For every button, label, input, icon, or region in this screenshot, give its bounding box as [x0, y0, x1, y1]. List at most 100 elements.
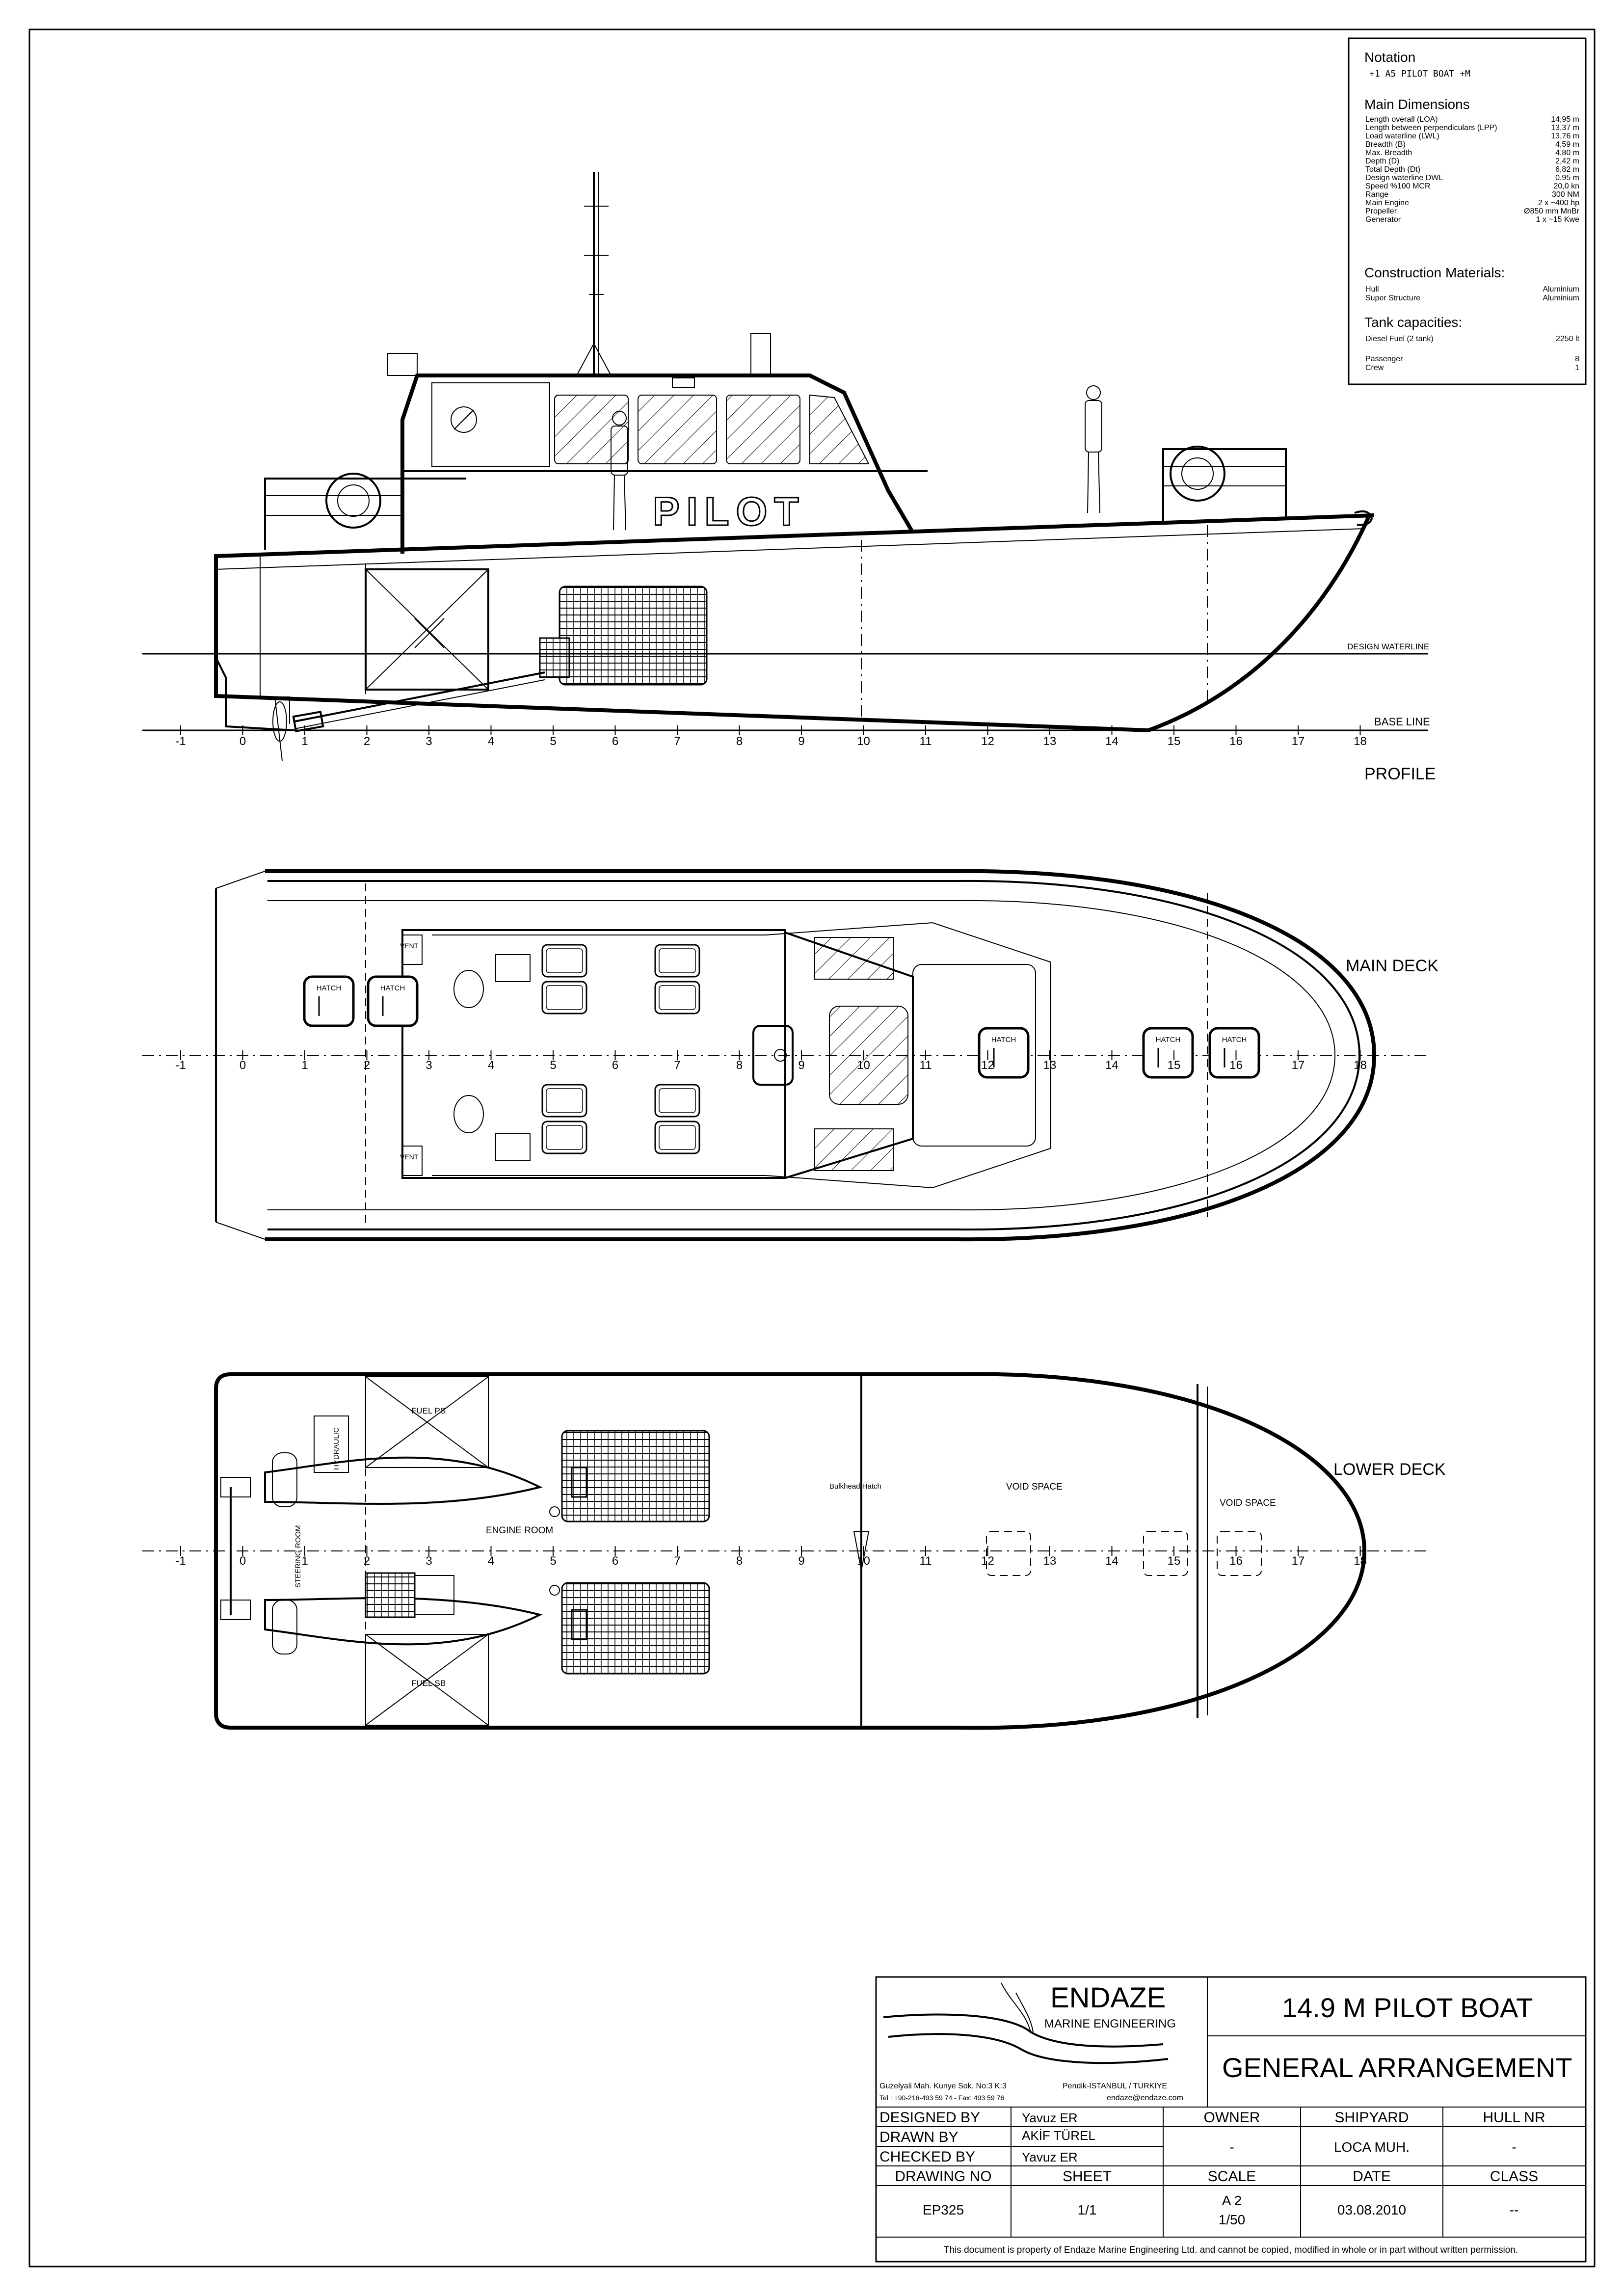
lower-deck-frame-label: 3 [426, 1554, 432, 1568]
checked-by: Yavuz ER [1022, 2150, 1078, 2164]
persons-label-0: Passenger [1365, 355, 1403, 363]
passenger-seat [654, 944, 700, 978]
deck-hatch [303, 975, 355, 1027]
main-deck-frame-label: 13 [1043, 1059, 1057, 1072]
drawn-by-label: DRAWN BY [879, 2129, 958, 2145]
lower-deck-frame-label: 5 [550, 1554, 556, 1568]
project-title: 14.9 M PILOT BOAT [1282, 1992, 1533, 2023]
sheet-label: SHEET [1063, 2168, 1112, 2185]
hatch-label: HATCH [991, 1036, 1016, 1044]
profile-frame-label: 6 [612, 735, 618, 748]
lower-deck-frame-label: 6 [612, 1554, 618, 1568]
dimension-value-8: 20,0 kn [1554, 182, 1579, 190]
base-line-label: BASE LINE [1374, 716, 1430, 728]
endaze-logo [883, 1982, 1169, 2064]
profile-view: PILOT DESIGN WATERLINE BASE LINE [142, 172, 1436, 783]
main-engine-profile [559, 586, 708, 686]
dimension-label-1: Length between perpendiculars (LPP) [1365, 124, 1497, 132]
scale-label: SCALE [1208, 2168, 1256, 2185]
profile-frame-label: 8 [736, 735, 743, 748]
person-figure-fore [1085, 385, 1102, 513]
main-deck-frame-label: 9 [798, 1059, 804, 1072]
profile-frame-label: 13 [1043, 735, 1057, 748]
main-deck-frame-label: 1 [301, 1059, 308, 1072]
vent-label-ps: VENT [400, 942, 419, 950]
construction-heading: Construction Materials: [1364, 265, 1505, 280]
lower-deck-frame-label: 18 [1354, 1554, 1367, 1568]
profile-frame-label: 3 [426, 735, 432, 748]
dimension-value-2: 13,76 m [1551, 132, 1579, 140]
class-label: CLASS [1490, 2168, 1538, 2185]
sheet-border [28, 28, 1596, 2268]
dimension-value-5: 2,42 m [1555, 157, 1579, 165]
company-name: ENDAZE [1050, 1982, 1166, 2014]
construction-label-1: Super Structure [1365, 294, 1420, 302]
main-deck-frame-label: 11 [920, 1059, 932, 1072]
dimension-value-1: 13,37 m [1551, 124, 1579, 132]
hull-nr-value: - [1512, 2139, 1516, 2155]
dimension-value-10: 2 x ~400 hp [1538, 199, 1579, 207]
lower-deck-frame-label: 2 [364, 1554, 370, 1568]
vent-label-sb: VENT [400, 1153, 419, 1161]
persons-value-1: 1 [1575, 364, 1579, 372]
hull-nr-label: HULL NR [1483, 2109, 1545, 2126]
designed-by-label: DESIGNED BY [879, 2109, 980, 2126]
lower-deck-frame-label: 1 [301, 1554, 308, 1568]
dimension-label-3: Breadth (B) [1365, 140, 1406, 149]
deck-hatch [1208, 1027, 1260, 1079]
main-deck-frame-label: 18 [1354, 1059, 1367, 1072]
main-deck-title: MAIN DECK [1346, 957, 1438, 975]
owner-value: - [1229, 2139, 1234, 2155]
main-deck-frame-label: 6 [612, 1059, 618, 1072]
bulkhead-hatch-label: Bulkhead Hatch [829, 1482, 881, 1491]
lower-deck-frame-label: 12 [981, 1554, 994, 1568]
shipyard-value: LOCA MUH. [1334, 2139, 1410, 2155]
profile-frame-label: 12 [981, 735, 994, 748]
lower-deck-frame-label: 17 [1292, 1554, 1305, 1568]
passenger-seat [541, 981, 587, 1015]
main-engine-sb [561, 1582, 710, 1675]
hatch-label: HATCH [1222, 1036, 1247, 1044]
construction-value-1: Aluminium [1543, 294, 1579, 302]
main-deck-frame-label: 7 [674, 1059, 680, 1072]
lower-deck-view: FUEL PS FUEL SB HYDRAULIC STEERING ROOM … [142, 1372, 1446, 1730]
drawn-by: AKİF TÜREL [1022, 2128, 1095, 2143]
dimension-value-4: 4,80 m [1555, 149, 1579, 157]
hull-pilot-text: PILOT [653, 489, 805, 534]
tank-label-0: Diesel Fuel (2 tank) [1365, 335, 1434, 343]
main-deck-frame-label: 17 [1292, 1059, 1305, 1072]
persons-value-0: 8 [1575, 355, 1579, 363]
scale-value: 1/50 [1219, 2212, 1246, 2227]
passenger-seat [654, 1084, 700, 1118]
main-deck-frame-label: 0 [240, 1059, 246, 1072]
main-deck-frame-label: -1 [175, 1059, 186, 1072]
lower-deck-frame-label: -1 [175, 1554, 186, 1568]
lower-deck-frame-label: 11 [920, 1554, 932, 1568]
class-notation: +1 A5 PILOT BOAT +M [1369, 69, 1470, 79]
date-label: DATE [1353, 2168, 1391, 2185]
main-deck-frame-label: 8 [736, 1059, 743, 1072]
main-deck-frame-label: 15 [1168, 1059, 1181, 1072]
profile-frame-label: 2 [364, 735, 370, 748]
profile-frame-label: 18 [1354, 735, 1367, 748]
class-value: -- [1510, 2202, 1519, 2217]
hull-outline [214, 513, 1375, 733]
company-address: Guzelyali Mah. Kunye Sok. No:3 K:3 [879, 2082, 1007, 2090]
passenger-seat [541, 1121, 587, 1154]
engine-room-label: ENGINE ROOM [486, 1525, 553, 1536]
drawing-title: GENERAL ARRANGEMENT [1222, 2052, 1572, 2083]
dimension-label-12: Generator [1365, 215, 1401, 224]
title-block: ENDAZE MARINE ENGINEERING Guzelyali Mah.… [875, 1976, 1587, 2263]
deck-hatch [1142, 1027, 1194, 1079]
owner-label: OWNER [1204, 2109, 1260, 2126]
main-deck-frame-label: 12 [981, 1059, 994, 1072]
steering-room-label: STEERING ROOM [294, 1525, 302, 1588]
deck-hatch [367, 975, 419, 1027]
main-dimensions-heading: Main Dimensions [1364, 97, 1470, 112]
profile-frame-label: 15 [1168, 735, 1181, 748]
dimension-label-11: Propeller [1365, 207, 1397, 215]
dimension-label-6: Total Depth (Dt) [1365, 165, 1420, 174]
main-deck-frame-label: 10 [857, 1059, 870, 1072]
main-deck-frame-label: 3 [426, 1059, 432, 1072]
